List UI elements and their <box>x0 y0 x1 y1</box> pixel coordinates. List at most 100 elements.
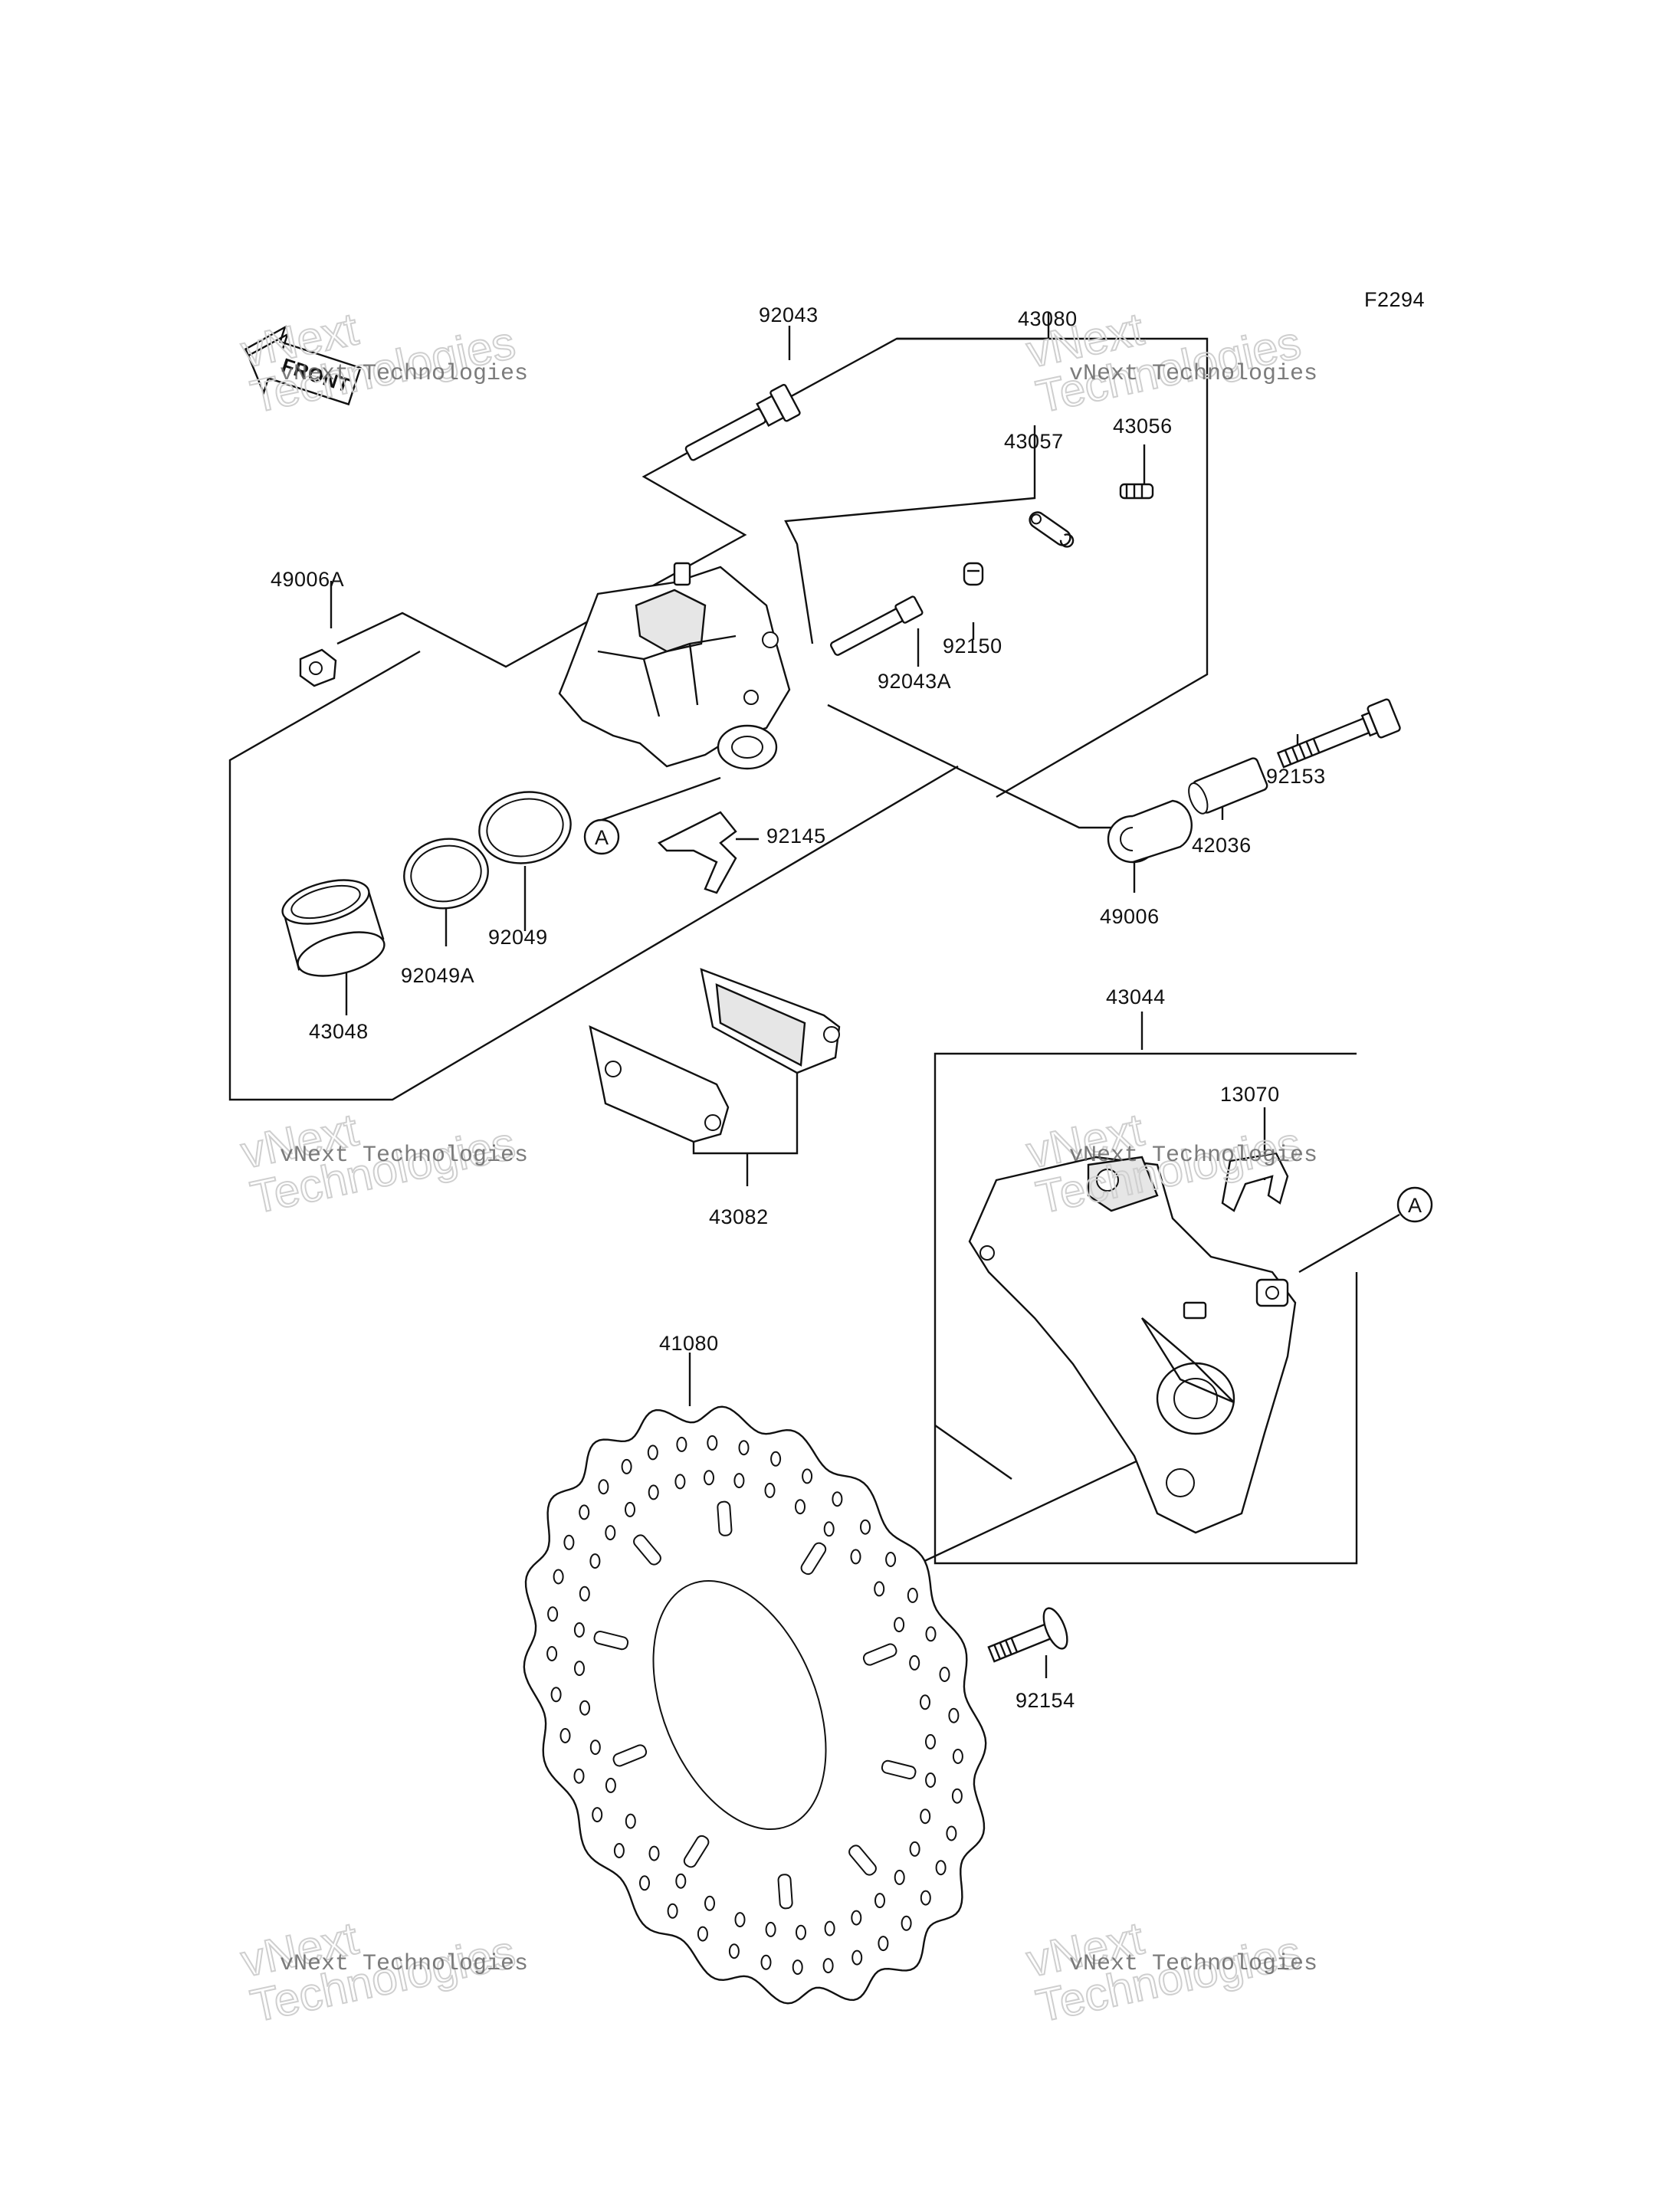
plug-92150 <box>963 562 984 586</box>
disc-hole <box>925 1772 937 1788</box>
disc-hole <box>648 1484 659 1500</box>
svg-text:vNextTechnologies: vNextTechnologies <box>237 271 520 422</box>
seal-92049 <box>478 791 572 864</box>
disc-hole <box>579 1700 590 1716</box>
figure-code: F2294 <box>1364 288 1425 311</box>
svg-text:A: A <box>595 826 609 849</box>
disc-hole <box>909 1841 920 1857</box>
disc-hole <box>878 1936 889 1952</box>
svg-text:vNextTechnologies: vNextTechnologies <box>1022 271 1305 422</box>
disc-hole <box>952 1749 963 1764</box>
disc-hole <box>734 1912 746 1928</box>
disc-slot <box>800 1542 827 1576</box>
disc-hole <box>874 1581 885 1597</box>
disc-hole <box>920 1694 930 1710</box>
disc-hole <box>770 1451 782 1467</box>
disc-slot <box>717 1500 733 1536</box>
label-92049: 92049 <box>488 926 548 949</box>
disc-hole <box>553 1569 564 1585</box>
disc-hole <box>605 1777 616 1793</box>
disc-hole <box>894 1617 905 1633</box>
pin-92043A <box>830 595 924 656</box>
disc-hole <box>546 1646 558 1661</box>
disc-hole <box>851 1910 862 1926</box>
disc-hole <box>589 1740 601 1756</box>
disc-hole <box>824 1920 835 1936</box>
front-arrow-icon: FRONT <box>244 325 362 406</box>
disc-hole <box>728 1943 740 1959</box>
disc-slot <box>881 1759 917 1779</box>
svg-text:A: A <box>1408 1194 1422 1217</box>
watermarks: vNextTechnologies vNext Technologies vNe… <box>236 271 1317 2032</box>
disc-hole <box>925 1733 936 1749</box>
caliper-body <box>558 562 791 770</box>
brake-pads-43082 <box>589 968 841 1143</box>
watermark-text: vNext Technologies <box>1069 361 1317 387</box>
disc-hole <box>573 1768 585 1784</box>
disc-hole <box>648 1845 660 1861</box>
disc-hole <box>579 1585 590 1602</box>
watermark: vNextTechnologies <box>1022 271 1306 423</box>
label-43082: 43082 <box>709 1205 769 1228</box>
disc-hole <box>894 1869 905 1885</box>
bracket-43044 <box>968 1156 1297 1534</box>
disc-hole <box>792 1959 803 1976</box>
disc-hole <box>822 1958 834 1974</box>
assembly-outline-43080 <box>228 313 1209 1101</box>
bleeder-valve-43056 <box>1119 483 1154 500</box>
watermark-text: vNext Technologies <box>1069 1951 1317 1977</box>
disc-slot <box>862 1643 897 1666</box>
disc-hole <box>885 1552 897 1567</box>
disc-slot <box>683 1835 710 1868</box>
disc-hole <box>613 1843 625 1858</box>
callout-marker-a-2: A <box>1396 1186 1433 1223</box>
disc-hole <box>935 1860 947 1876</box>
disc-slot <box>777 1874 793 1910</box>
disc-hole <box>550 1687 562 1703</box>
disc-hole <box>675 1873 687 1889</box>
label-49006A: 49006A <box>271 568 344 591</box>
disc-hole <box>559 1728 571 1743</box>
bolt-92153 <box>1276 698 1401 769</box>
collar-42036 <box>1188 757 1268 815</box>
callout-marker-a: A <box>583 818 620 855</box>
disc-hole <box>760 1954 772 1970</box>
disc-hole <box>874 1893 885 1909</box>
label-43080: 43080 <box>1018 307 1078 330</box>
label-49006: 49006 <box>1100 905 1160 928</box>
label-92154: 92154 <box>1016 1689 1075 1712</box>
label-92043: 92043 <box>759 303 819 326</box>
disc-hole <box>823 1521 835 1537</box>
part-labels: 92043 43080 43057 43056 49006A 92150 920… <box>271 303 1326 1712</box>
label-43056: 43056 <box>1113 415 1173 438</box>
disc-hole <box>764 1482 776 1498</box>
label-43057: 43057 <box>1004 430 1064 453</box>
disc-hole <box>592 1807 603 1823</box>
disc-slot <box>612 1744 648 1767</box>
disc-slot <box>593 1631 629 1651</box>
leader-lines <box>330 326 1400 1678</box>
disc-hole <box>647 1444 658 1461</box>
disc-hole <box>598 1479 609 1495</box>
disc-hole <box>704 1470 714 1486</box>
nut-49006A <box>299 648 337 687</box>
watermark: vNextTechnologies <box>236 271 520 423</box>
boot-49006 <box>1107 799 1193 864</box>
label-43048: 43048 <box>309 1020 369 1043</box>
label-92145: 92145 <box>766 825 826 848</box>
watermark-text: vNext Technologies <box>280 1951 528 1977</box>
label-92049A: 92049A <box>401 964 474 987</box>
bolt-92154 <box>987 1607 1068 1663</box>
disc-hole <box>676 1436 687 1452</box>
disc-hole <box>765 1921 776 1937</box>
bolt-92043 <box>684 383 801 461</box>
watermark-text: vNext Technologies <box>280 361 528 387</box>
label-92153: 92153 <box>1266 765 1326 788</box>
disc-hole <box>589 1553 601 1569</box>
disc-hole <box>939 1667 950 1682</box>
disc-hole <box>625 1501 635 1517</box>
disc-hole <box>860 1519 871 1535</box>
disc-hole <box>901 1915 912 1931</box>
disc-hole <box>948 1707 960 1723</box>
